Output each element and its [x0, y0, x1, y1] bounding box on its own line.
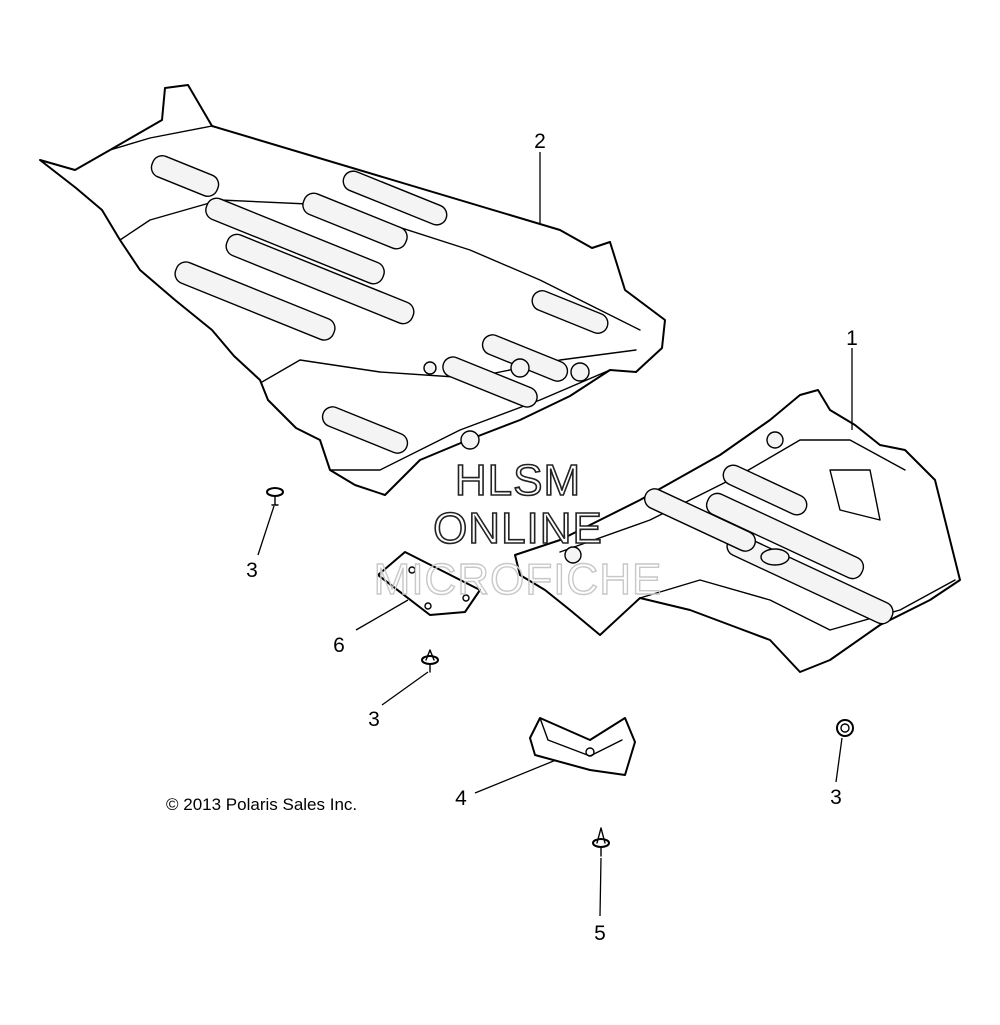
leader-3c [835, 737, 843, 783]
skid-plate-front [514, 389, 961, 673]
copyright-text: © 2013 Polaris Sales Inc. [166, 795, 357, 814]
bracket [529, 717, 636, 776]
push-rivet-3b [421, 649, 439, 673]
watermark-line-1: HLSM [455, 456, 581, 505]
cover-plate [377, 551, 481, 616]
leader-3a [257, 505, 275, 556]
callout-4: 4 [455, 787, 467, 810]
callout-3b: 3 [368, 708, 380, 731]
callout-2: 2 [534, 130, 546, 153]
leader-3b [381, 671, 429, 706]
leader-4 [474, 759, 557, 794]
push-rivet-5 [592, 827, 610, 857]
push-rivet-3c [836, 719, 854, 737]
leader-5 [599, 857, 602, 917]
callout-1: 1 [846, 327, 858, 350]
callout-5: 5 [594, 922, 606, 945]
skid-plate-rear [39, 84, 666, 496]
callout-3c: 3 [830, 786, 842, 809]
watermark-line-2: ONLINE [433, 504, 603, 553]
callout-3a: 3 [246, 559, 258, 582]
callout-6: 6 [333, 634, 345, 657]
push-rivet-3a [266, 487, 284, 506]
watermark-line-3: MICROFICHE [374, 555, 663, 604]
leader-6 [355, 599, 409, 631]
